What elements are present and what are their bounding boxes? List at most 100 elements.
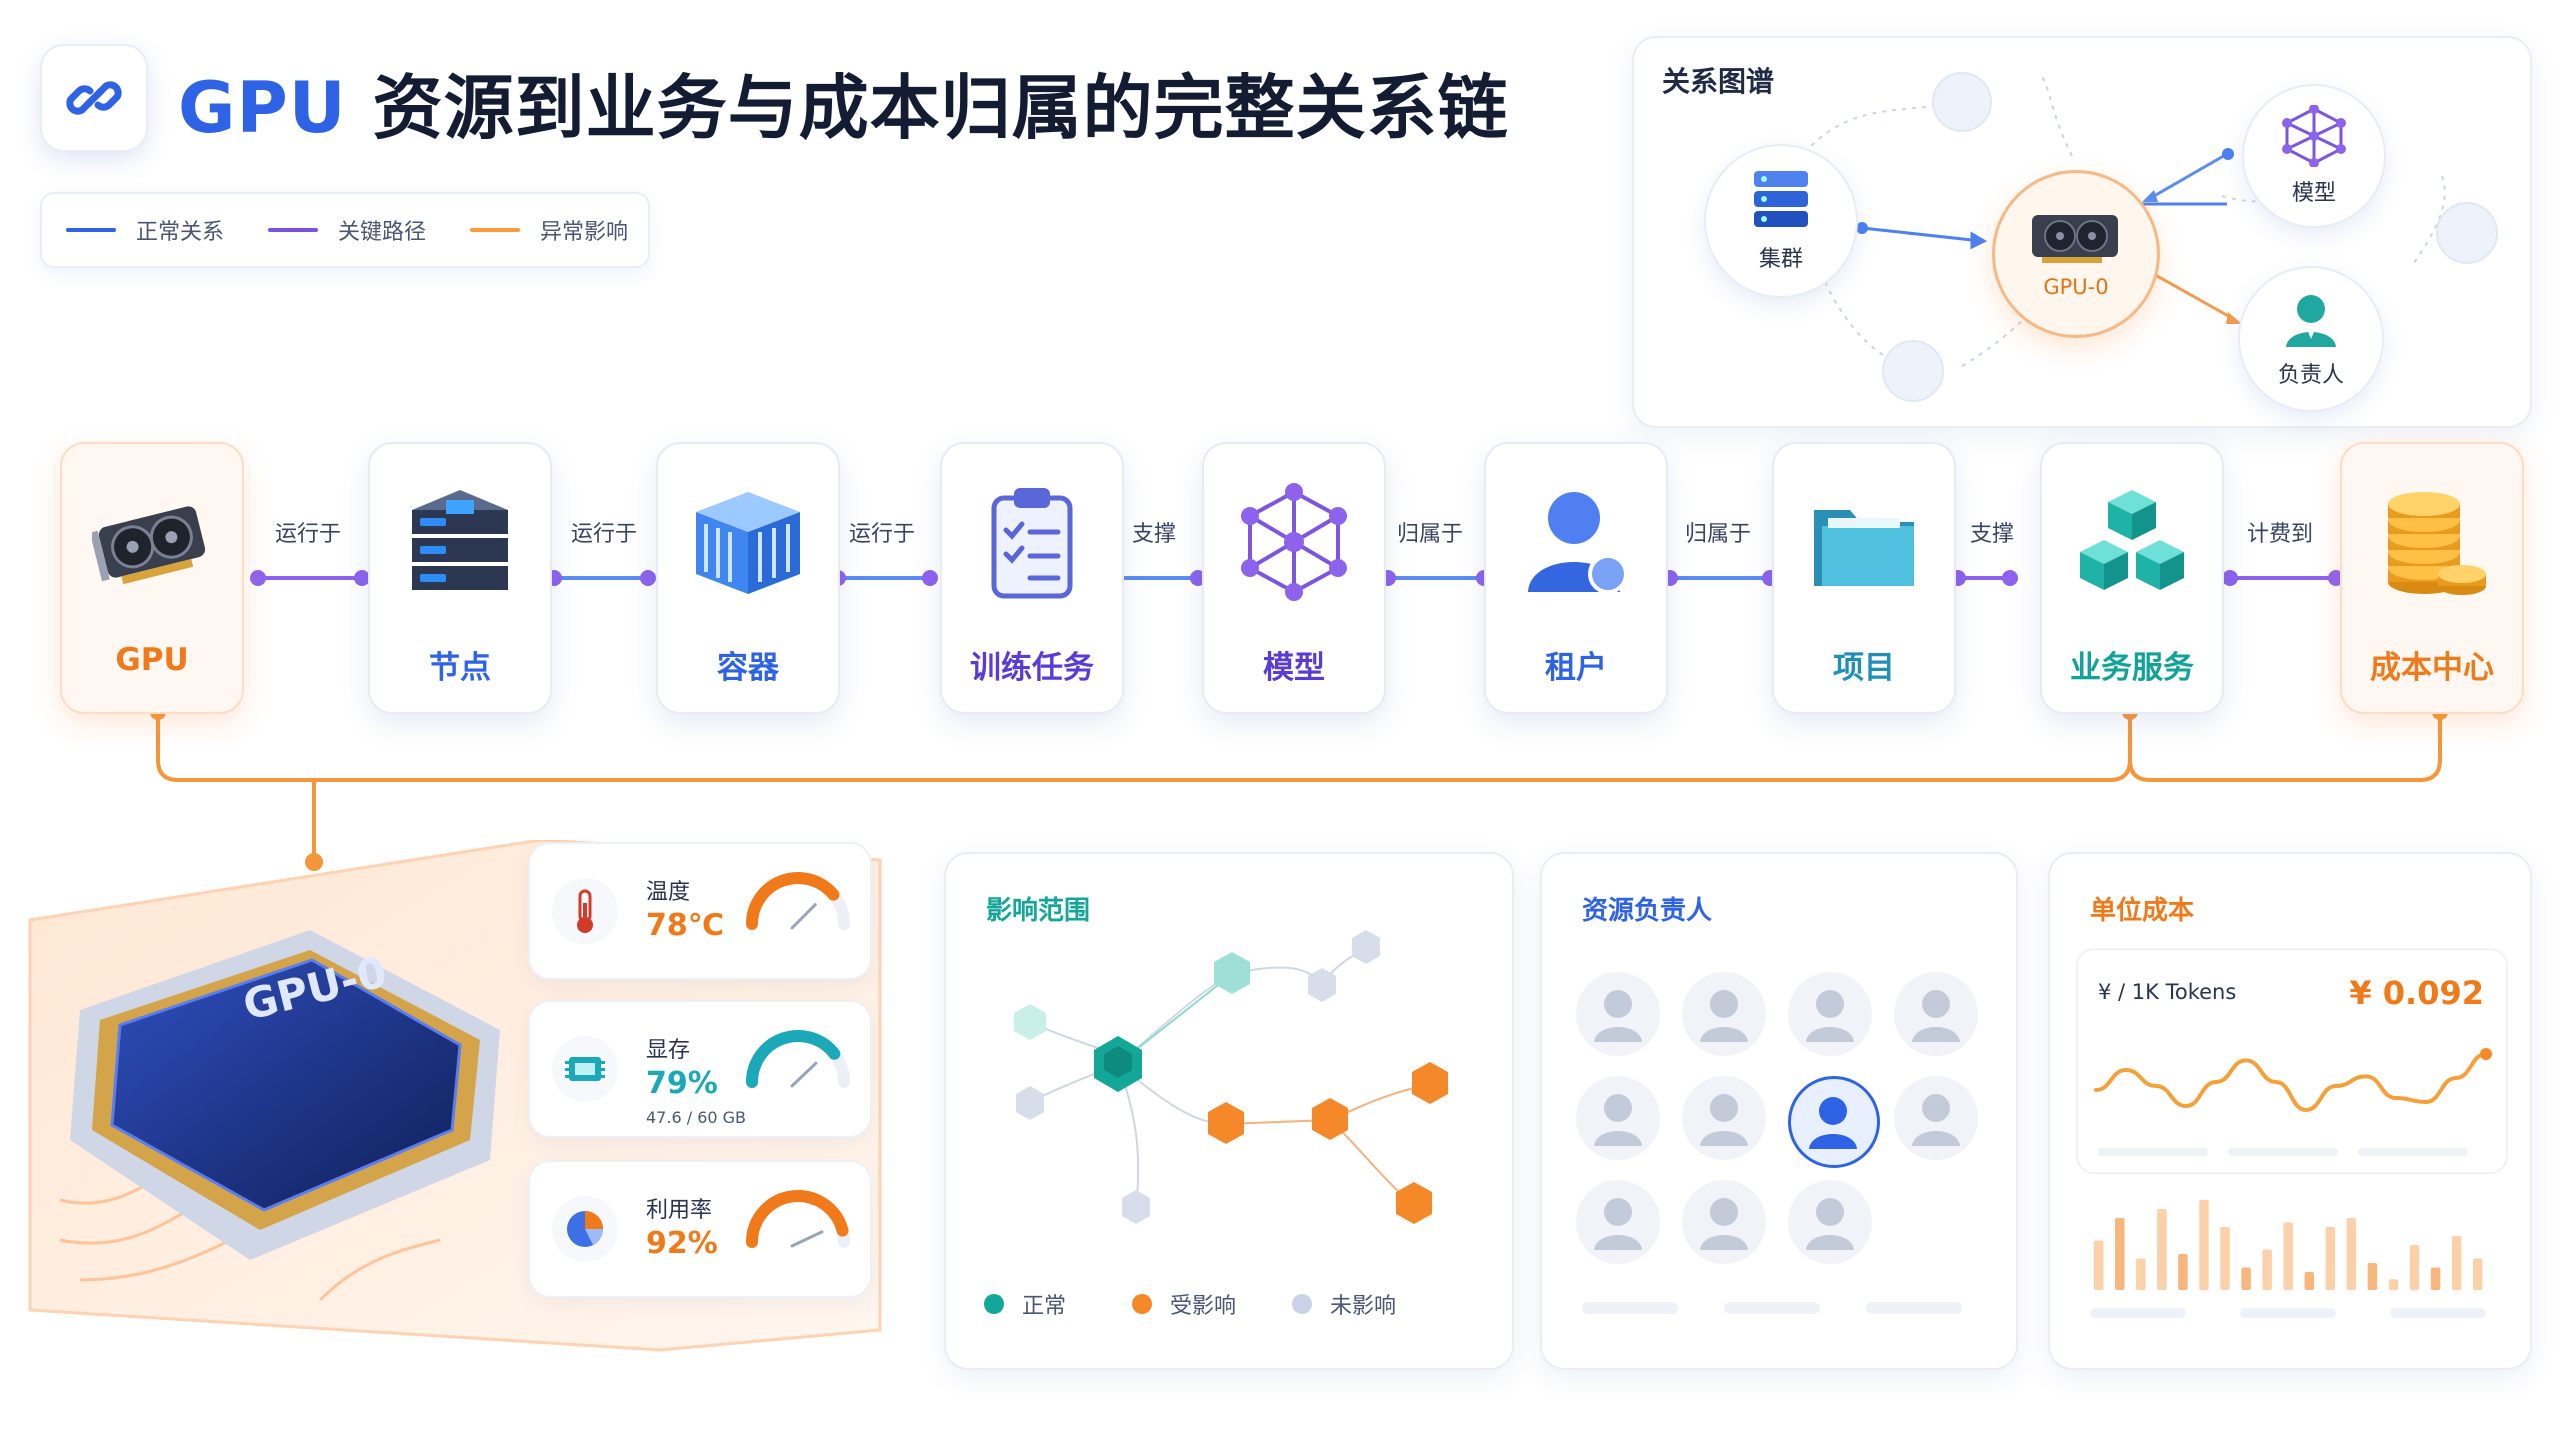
placeholder-bar [2228,1148,2338,1156]
chain-link-icon [66,81,122,115]
metric-label: 显存 [646,1038,691,1063]
owner-avatar[interactable] [1682,1076,1766,1160]
cubes-icon [2080,490,2184,590]
graph-node-gpu[interactable]: GPU-0 [1992,170,2160,338]
memory-gauge [746,1030,850,1088]
graph-node-label: 集群 [1758,247,1803,272]
gauge-fill [746,872,840,930]
logo-badge [40,44,148,152]
legend-item-abnormal: 异常影响 [470,216,628,245]
impact-legend-normal: 正常 [984,1288,1066,1320]
cost-bar [2472,1258,2483,1290]
cost-bar [2409,1245,2420,1290]
metric-card-temperature[interactable]: 温度 78℃ [528,842,872,980]
chain-node-cost-center[interactable]: 成本中心 [2340,442,2524,714]
owner-avatar[interactable] [1788,1076,1880,1168]
graph-ghost-node [1932,72,1992,132]
relation-label: 支撑 [1131,522,1176,547]
unit-cost-trend-line [2094,1048,2492,1113]
cost-bar [2157,1209,2167,1290]
graph-node-cluster[interactable]: 集群 [1704,144,1858,298]
graph-ghost-node [2436,202,2498,264]
server-cluster-icon [1754,171,1808,227]
relation-label: 运行于 [570,522,637,547]
unit-cost-inner: ¥ / 1K Tokens ¥ 0.092 [2076,948,2508,1174]
placeholder-bar [2240,1308,2336,1318]
thermometer-icon [552,878,618,944]
placeholder-bar [1866,1302,1962,1314]
gauge-fill [746,1190,849,1248]
cost-bar [2451,1236,2462,1290]
chain-node-model[interactable]: 模型 [1202,442,1386,714]
cost-bar [2388,1279,2399,1290]
pie-chart-icon [552,1196,618,1262]
relation-label: 归属于 [1684,522,1751,547]
placeholder-bar [2090,1308,2186,1318]
owner-avatar[interactable] [1576,1180,1660,1264]
chain-node-gpu[interactable]: GPU [60,442,244,714]
chain-node-label: 训练任务 [970,650,1094,686]
person-icon [1700,990,1748,1042]
placeholder-bar [2390,1308,2486,1318]
impact-scope-card: 影响范围 正常 受影响 [944,852,1514,1370]
unit-cost-value: ¥ 0.092 [2349,974,2484,1012]
temperature-gauge [746,872,850,930]
person-icon [1912,1094,1960,1146]
owner-avatar[interactable] [1788,1180,1872,1264]
metric-card-utilization[interactable]: 利用率 92% [528,1160,872,1298]
relation-label: 支撑 [1969,522,2014,547]
clipboard-task-icon [991,488,1073,599]
chain-node-label: 业务服务 [2070,650,2194,686]
trend-line [2094,1052,2488,1113]
gpu-card-icon [2032,215,2118,263]
chain-node-training-task[interactable]: 训练任务 [940,442,1124,714]
cost-bar [2346,1218,2357,1290]
model-network-icon [2282,105,2346,167]
chain-node-tenant[interactable]: 租户 [1484,442,1668,714]
person-icon [1806,1198,1854,1250]
metric-card-memory[interactable]: 显存 79% 47.6 / 60 GB [528,1000,872,1138]
legend-item-normal: 正常关系 [66,216,224,245]
relation-graph-title: 关系图谱 [1662,65,1775,98]
metric-label: 温度 [646,880,691,905]
gpu-detail-panel [28,840,882,1352]
gauge-fill [746,1030,841,1088]
chain-node-label: 项目 [1833,650,1895,686]
folder-icon [1814,510,1914,586]
cost-bar [2115,1218,2125,1290]
owner-avatar[interactable] [1894,972,1978,1056]
person-icon [1806,990,1854,1042]
impact-legend-unaffected: 未影响 [1292,1288,1396,1320]
cost-bar [2325,1227,2336,1290]
placeholder-bar [2358,1148,2468,1156]
chain-node-label: 节点 [429,650,491,686]
owner-avatar[interactable] [1682,972,1766,1056]
tenant-user-icon [1528,492,1628,594]
owner-avatar[interactable] [1576,1076,1660,1160]
graph-node-owner[interactable]: 负责人 [2238,266,2384,412]
graph-ghost-node [1882,340,1944,402]
person-icon [1594,1094,1642,1146]
person-icon [2286,295,2336,347]
owner-avatar[interactable] [1576,972,1660,1056]
unit-cost-card: 单位成本 ¥ / 1K Tokens ¥ 0.092 [2048,852,2532,1370]
memory-chip-icon [552,1036,618,1102]
unit-cost-title: 单位成本 [2090,896,2195,926]
cost-bar [2367,1263,2378,1290]
gauge-needle [790,1061,818,1088]
chain-node-business-service[interactable]: 业务服务 [2040,442,2224,714]
model-network-icon [1241,483,1347,601]
cost-bar [2304,1272,2314,1290]
chain-node-label: 租户 [1545,650,1607,686]
person-icon [1809,1097,1857,1149]
chain-node-container[interactable]: 容器 [656,442,840,714]
chain-node-node[interactable]: 节点 [368,442,552,714]
owner-avatar[interactable] [1788,972,1872,1056]
chain-node-project[interactable]: 项目 [1772,442,1956,714]
owner-avatar[interactable] [1682,1180,1766,1264]
resource-owners-card: 资源负责人 [1540,852,2018,1370]
owner-avatar[interactable] [1894,1076,1978,1160]
graph-node-model[interactable]: 模型 [2242,84,2386,228]
relation-label: 运行于 [848,522,915,547]
